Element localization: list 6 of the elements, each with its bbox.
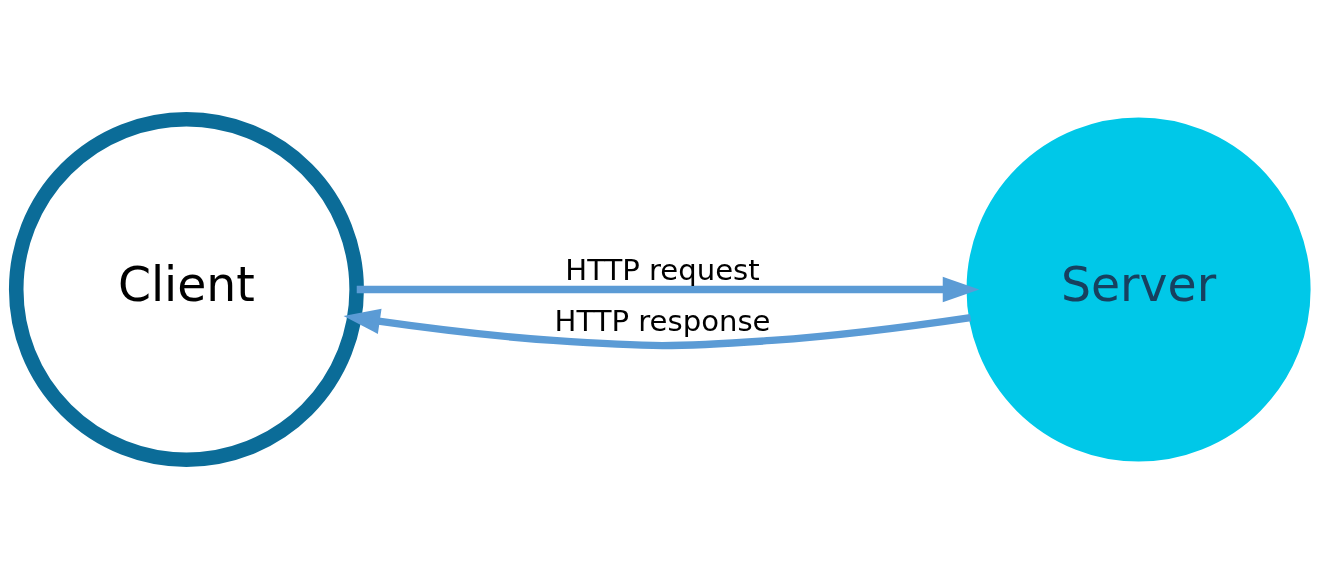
edge-label: HTTP response (554, 304, 771, 339)
edge-label: HTTP request (565, 253, 760, 288)
node-circle: Server (966, 117, 1311, 462)
node-circle: Client (8, 112, 364, 467)
arrow (343, 308, 972, 350)
arrow (356, 276, 980, 303)
